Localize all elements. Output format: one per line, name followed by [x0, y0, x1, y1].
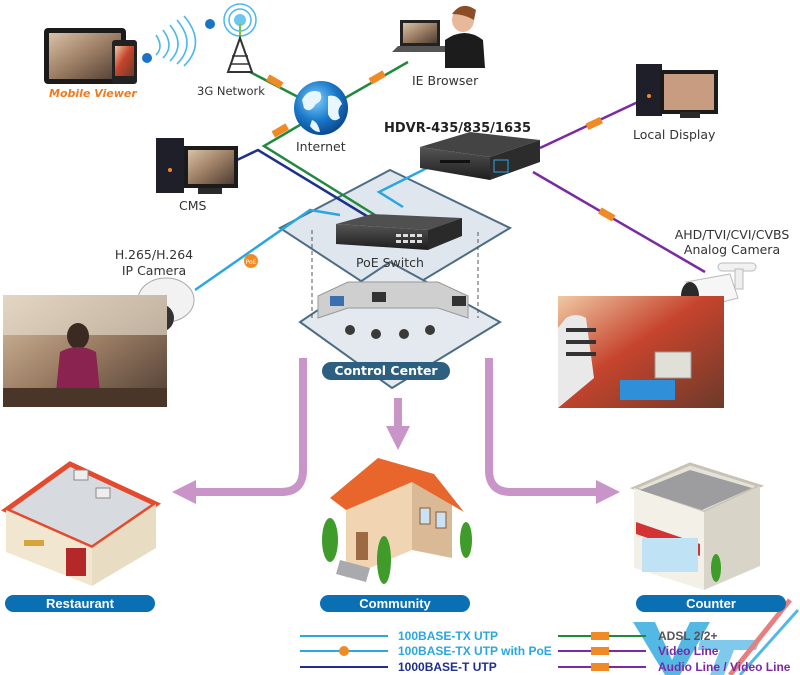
poe-badge: [244, 254, 258, 268]
counter-shop-building-icon: [629, 462, 765, 590]
ip-camera-codec-label: H.265/H.264: [114, 247, 194, 262]
line-badges: PoE: [142, 19, 616, 268]
adsl-badge-1: [266, 74, 284, 89]
internet-label: Internet: [296, 139, 346, 154]
3g-badge-2: [205, 19, 215, 29]
connection-lines: [155, 15, 706, 292]
legend-audio-video-line: Audio Line / Video Line: [658, 660, 791, 674]
destination-counter: Counter: [636, 595, 786, 612]
destination-restaurant: Restaurant: [5, 595, 155, 612]
line-hdvr-analog: [532, 170, 706, 274]
internet-globe-icon: [294, 81, 348, 135]
svg-text:PoE: PoE: [246, 259, 257, 266]
3g-badge-1: [142, 53, 152, 63]
analog-camera-format-label: AHD/TVI/CVI/CVBS: [674, 227, 790, 242]
checkout-counter-photo: [558, 296, 724, 408]
legend-video-line: Video Line: [658, 644, 719, 658]
community-house-icon: [322, 458, 472, 584]
arrowhead-community: [386, 426, 410, 450]
av-badge: [598, 207, 616, 222]
cms-label: CMS: [179, 198, 207, 213]
legend-100base-tx: 100BASE-TX UTP: [398, 629, 499, 643]
line-hdvr-switch: [376, 161, 438, 209]
local-display-label: Local Display: [633, 127, 716, 142]
poe-switch-icon: [336, 214, 462, 250]
ie-browser-label: IE Browser: [412, 73, 479, 88]
analog-camera-label: Analog Camera: [683, 242, 781, 257]
adsl-badge-2: [368, 70, 386, 85]
arrow-to-restaurant: [189, 358, 307, 496]
line-switch-ipcam: [194, 208, 341, 292]
hdvr-model-label: HDVR-435/835/1635: [384, 121, 532, 136]
cell-tower-icon: [223, 3, 257, 73]
arrow-to-counter: [485, 358, 603, 496]
restaurant-building-icon: [0, 461, 162, 586]
ip-camera-label: IP Camera: [121, 263, 187, 278]
arrowhead-counter: [596, 480, 620, 504]
mobile-viewer-icon: [44, 28, 137, 84]
cafe-photo: [3, 295, 167, 407]
line-cms-switch: [236, 148, 371, 220]
cms-computer-icon: [156, 138, 238, 194]
mobile-viewer-label: Mobile Viewer: [49, 87, 137, 100]
legend-lines: [300, 632, 646, 671]
wireless-waves-icon: [155, 15, 197, 67]
line-internet-switch: [261, 120, 376, 217]
hdvr-recorder-icon: [420, 132, 540, 180]
video-badge: [585, 116, 603, 131]
legend-1000base-t: 1000BASE-T UTP: [398, 660, 497, 674]
3g-network-label: 3G Network: [197, 84, 265, 98]
control-center-label: Control Center: [322, 362, 450, 380]
poe-switch-label: PoE Switch: [356, 255, 424, 270]
vtx-watermark-logo: [633, 598, 800, 675]
local-display-computer-icon: [636, 64, 718, 118]
ie-browser-user-icon: [392, 5, 485, 68]
control-center-desks-icon: [317, 281, 469, 339]
flow-arrows: [189, 358, 603, 496]
legend-adsl: ADSL 2/2+: [658, 629, 718, 643]
destination-community: Community: [320, 595, 470, 612]
adsl-badge-3: [271, 123, 289, 138]
arrowhead-restaurant: [172, 480, 196, 504]
legend-100base-tx-poe: 100BASE-TX UTP with PoE: [398, 644, 552, 658]
